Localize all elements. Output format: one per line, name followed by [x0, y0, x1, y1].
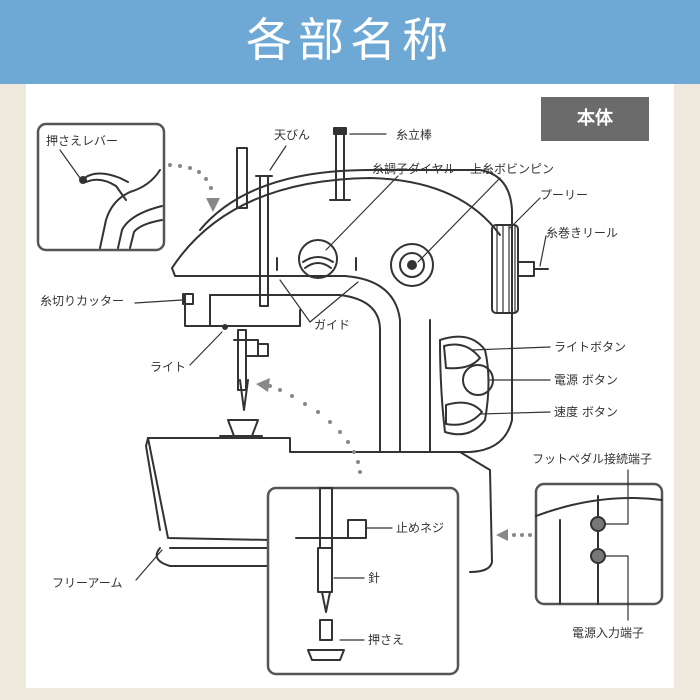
label-light: ライト — [150, 360, 187, 374]
label-pulley: プーリー — [540, 188, 589, 202]
take-up-lever — [236, 147, 273, 307]
leader-lines — [134, 133, 551, 581]
label-bobbin-pin: 上糸ボビンピン — [470, 162, 555, 176]
linen-border-left — [0, 84, 26, 700]
label-needle: 針 — [368, 571, 381, 585]
label-power-input-port: 電源入力端子 — [572, 626, 645, 640]
label-set-screw: 止めネジ — [396, 521, 445, 535]
label-foot-pedal-port: フットペダル接続端子 — [532, 452, 653, 466]
thread-stand — [329, 127, 351, 201]
page-title: 各部名称 — [246, 13, 454, 67]
light-indicator — [222, 324, 228, 330]
label-thread-stand: 糸立棒 — [396, 128, 433, 142]
header-bar: 各部名称 — [0, 0, 700, 84]
badge-main-body: 本体 — [541, 97, 649, 141]
callout-presser-lever — [36, 122, 166, 252]
label-power-button: 電源 ボタン — [554, 373, 618, 387]
linen-border-bottom — [0, 688, 700, 700]
label-thread-cutter: 糸切りカッター — [40, 294, 125, 308]
label-presser-lever: 押さえレバー — [46, 134, 119, 148]
machine-body — [145, 169, 549, 573]
label-speed-button: 速度 ボタン — [554, 405, 618, 419]
linen-border-right — [674, 84, 700, 700]
needle-bar — [219, 329, 269, 437]
label-take-up-lever: 天びん — [274, 128, 311, 142]
label-presser-foot: 押さえ — [368, 633, 405, 647]
label-free-arm: フリーアーム — [52, 576, 123, 590]
callout-arrow-dots — [168, 163, 532, 541]
callout-needle-closeup — [266, 486, 460, 676]
label-tension-dial: 糸調子ダイヤル — [372, 162, 456, 176]
label-guide: ガイド — [314, 318, 351, 332]
label-light-button: ライトボタン — [554, 340, 627, 354]
label-winder: 糸巻きリール — [546, 226, 619, 240]
callout-port-closeup — [534, 469, 664, 621]
